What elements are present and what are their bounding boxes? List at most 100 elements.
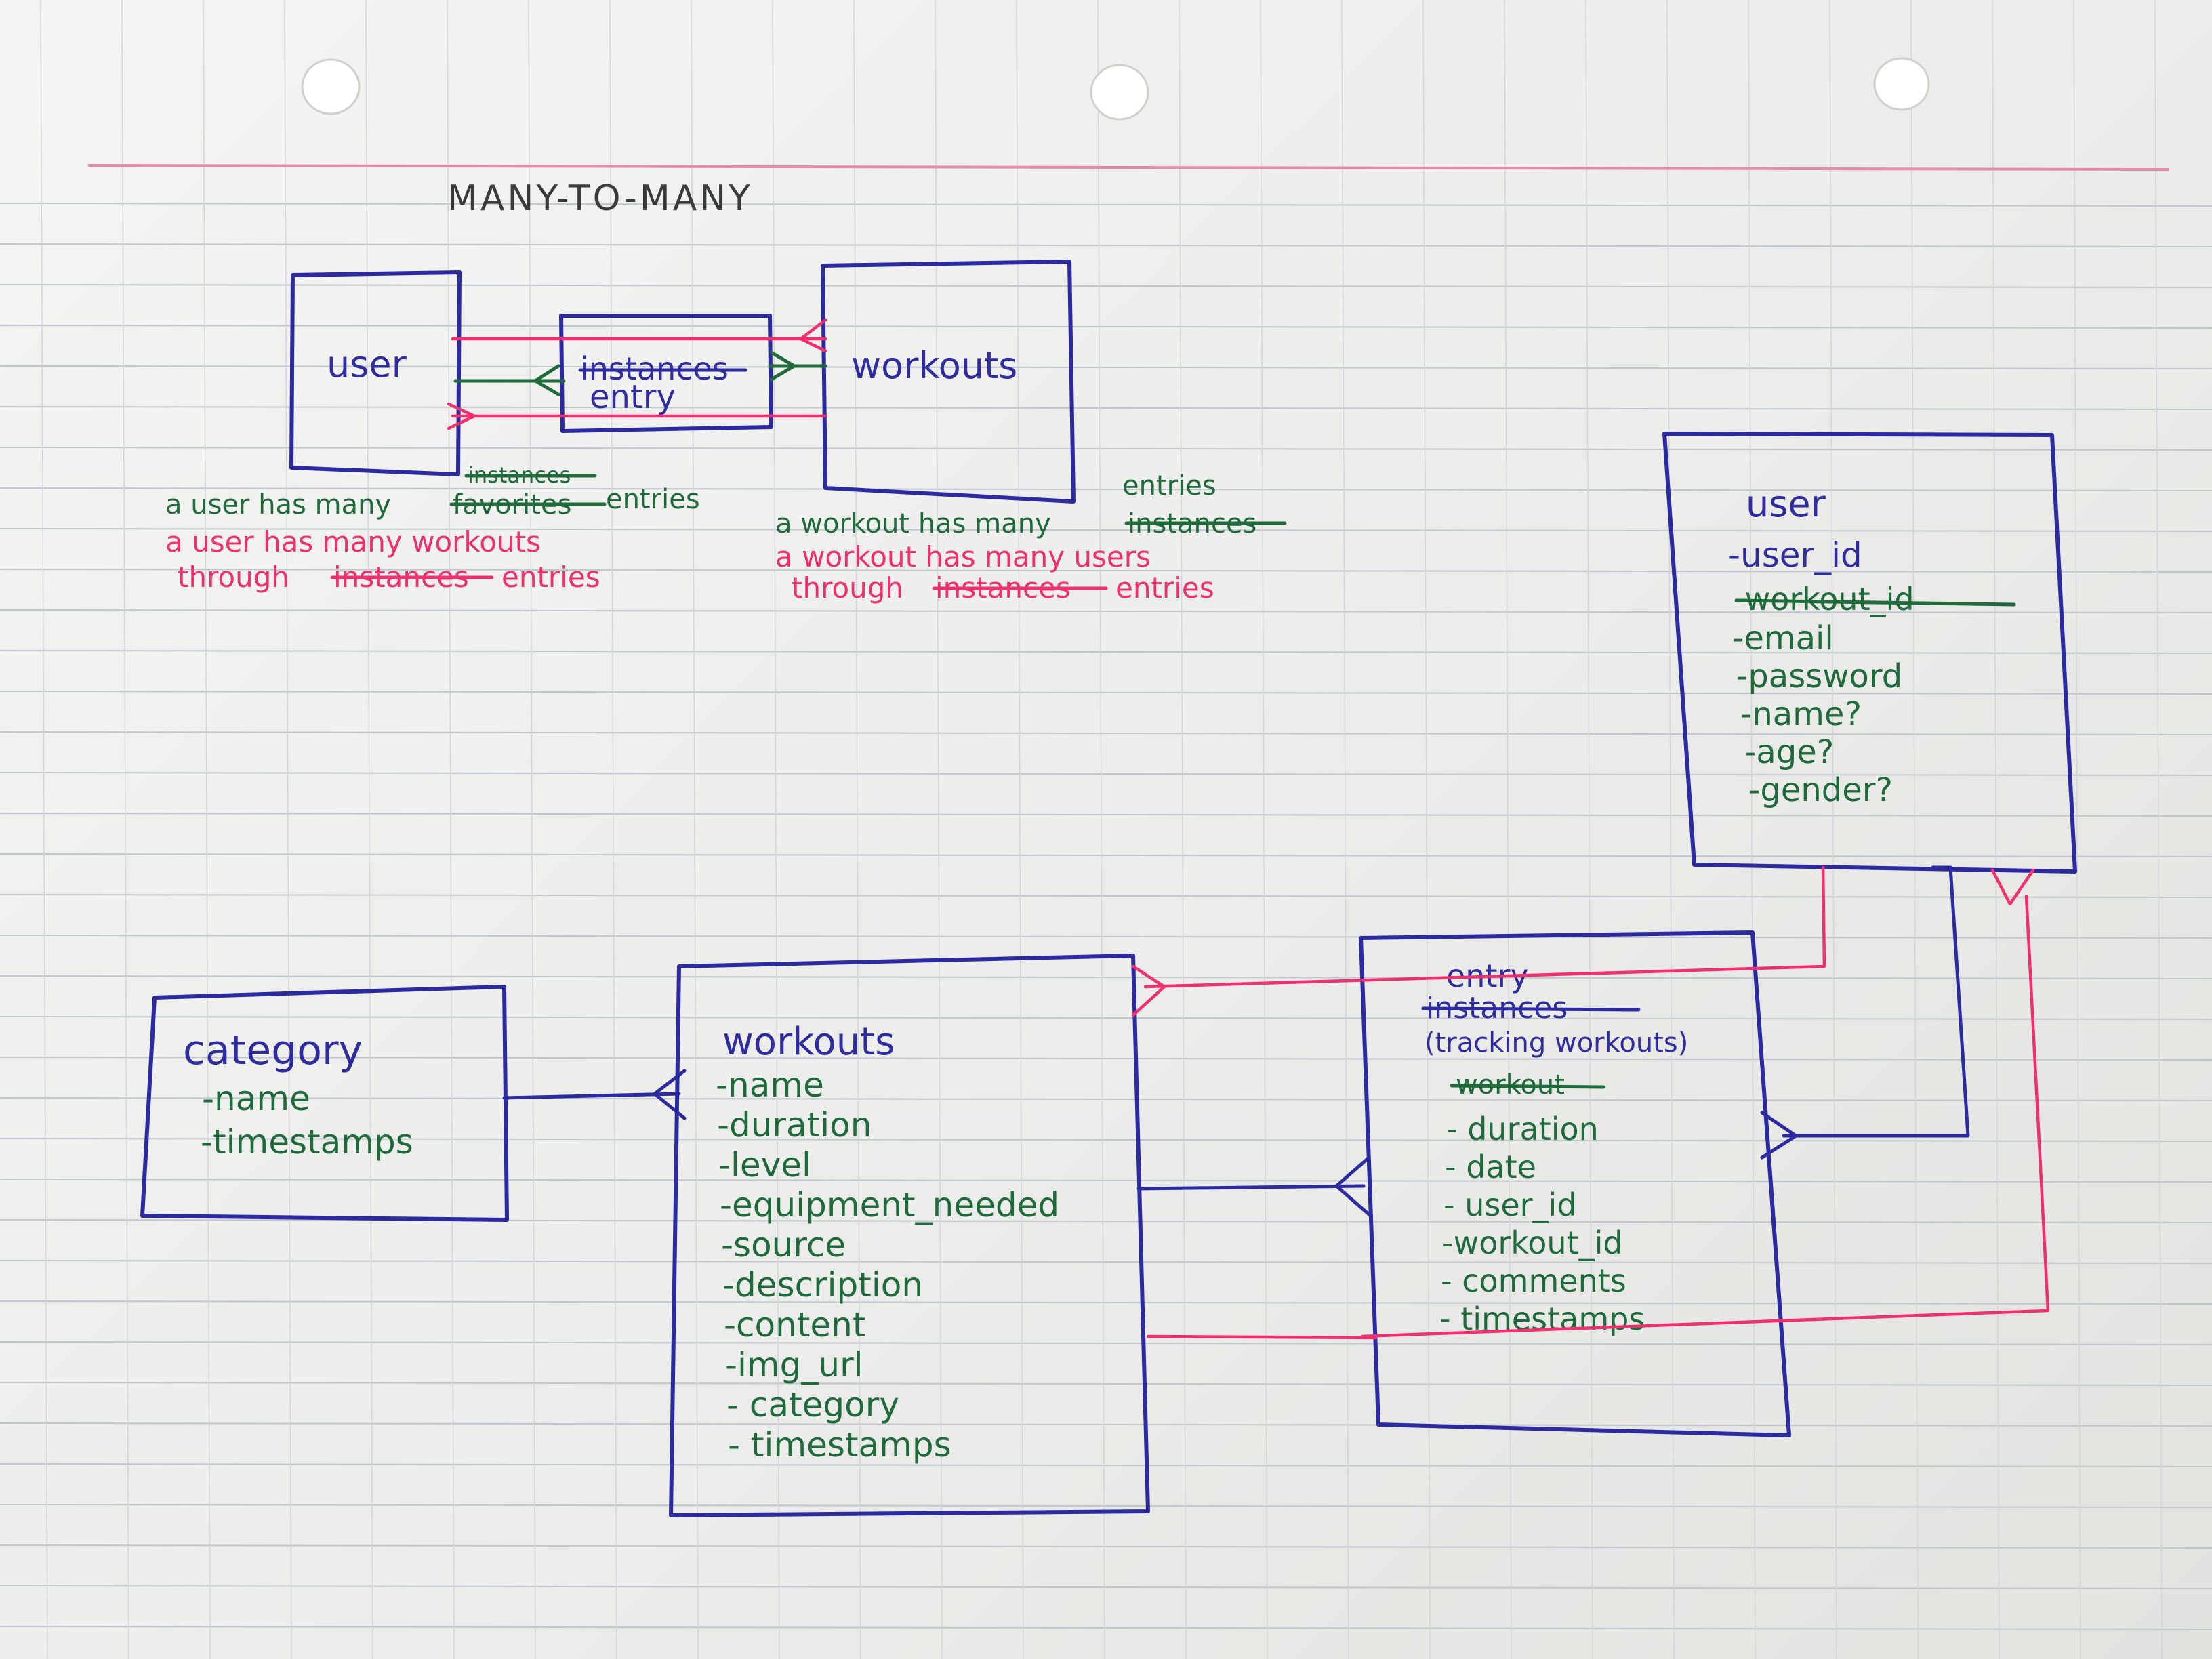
ruled-column-line	[121, 0, 129, 1659]
ruled-line	[0, 243, 2212, 247]
workouts-field-list: -name-duration-level-equipment_needed-so…	[716, 1065, 1059, 1465]
note-workout-through-suffix: entries	[1115, 571, 1214, 605]
ruled-column-line	[1748, 0, 1756, 1659]
category-workouts-link	[502, 1092, 681, 1100]
user-struck-field: -workout_id	[1734, 581, 1914, 617]
ruled-line	[0, 1260, 2212, 1264]
strike-user-field	[1734, 598, 2016, 607]
ruled-line	[0, 284, 2212, 288]
entry-field-0: - duration	[1446, 1111, 1599, 1147]
entry-field-1: - date	[1445, 1149, 1536, 1185]
category-table: category -name -timestamps	[140, 985, 509, 1222]
top-join-label: entry	[590, 378, 676, 416]
binder-hole-middle	[1090, 64, 1149, 121]
ruled-line	[0, 853, 2212, 857]
ruled-line	[0, 365, 2212, 369]
ruled-line	[0, 1382, 2212, 1386]
crows-foot-user-entry	[1760, 1111, 1798, 1160]
workouts-title: workouts	[722, 1020, 895, 1064]
entry-field-4: - comments	[1441, 1263, 1626, 1299]
ruled-column-line	[40, 0, 48, 1659]
user-entry-link-blue	[1782, 865, 1970, 1138]
workouts-entry-link	[1136, 1184, 1366, 1191]
ruled-line	[0, 1341, 2212, 1345]
ruled-line	[0, 813, 2212, 817]
ruled-line	[0, 731, 2212, 735]
ruled-line	[0, 1463, 2212, 1467]
user-field-0: -email	[1732, 619, 1834, 657]
note-user-many-prefix: a user has many	[165, 489, 391, 520]
user-field-4: -gender?	[1748, 771, 1893, 809]
note-workout-through-prefix: through	[792, 571, 903, 605]
top-user-box	[289, 270, 462, 476]
crows-foot-category-workouts	[653, 1069, 687, 1120]
entry-subtitle: (tracking workouts)	[1425, 1027, 1688, 1059]
ruled-line	[0, 1504, 2212, 1508]
workouts-table: workouts -name-duration-level-equipment_…	[669, 954, 1150, 1517]
ruled-line	[0, 1544, 2212, 1549]
ruled-column-line	[1829, 0, 1837, 1659]
entry-field-3: -workout_id	[1442, 1225, 1623, 1261]
crows-foot-user-bottom	[447, 402, 476, 430]
ruled-column-line	[1585, 0, 1593, 1659]
crows-foot-workouts-entry	[1334, 1155, 1371, 1216]
ruled-line	[0, 487, 2212, 491]
ruled-column-line	[284, 0, 292, 1659]
top-workouts-label: workouts	[851, 344, 1017, 387]
workouts-field-0: -name	[716, 1065, 824, 1105]
ruled-column-line	[1097, 0, 1105, 1659]
crows-foot-user-pink	[1990, 868, 2035, 906]
ruled-line	[0, 1057, 2212, 1061]
ruled-line	[0, 1016, 2212, 1020]
ruled-column-line	[365, 0, 373, 1659]
ruled-column-line	[1016, 0, 1024, 1659]
ruled-line	[0, 203, 2212, 207]
workouts-field-4: -source	[721, 1225, 846, 1265]
note-user-through-line: a user has many workouts	[165, 525, 541, 558]
top-user-label: user	[327, 343, 407, 386]
workouts-field-2: -level	[718, 1145, 811, 1185]
ruled-column-line	[1992, 0, 2000, 1659]
crows-foot-workouts-top	[799, 318, 827, 353]
crows-foot-workouts-pink	[1131, 964, 1166, 1017]
workouts-field-3: -equipment_needed	[720, 1185, 1059, 1225]
top-diagram: user instances entry workouts instances …	[165, 260, 1287, 605]
workouts-field-8: - category	[726, 1385, 899, 1425]
workouts-user-link-pink	[1146, 894, 2050, 1340]
workouts-field-6: -content	[724, 1305, 865, 1345]
margin-line	[87, 164, 2169, 171]
category-field-1: -timestamps	[201, 1122, 413, 1162]
entry-field-2: - user_id	[1443, 1187, 1577, 1223]
user-field-user-id: -user_id	[1728, 535, 1862, 575]
ruled-line	[0, 406, 2212, 410]
workouts-field-9: - timestamps	[728, 1425, 951, 1465]
user-field-list: -email-password-name?-age?-gender?	[1732, 619, 1902, 809]
note-workout-users-line: a workout has many users	[775, 540, 1151, 573]
note-user-through-prefix: through	[178, 560, 289, 594]
ruled-column-line	[1179, 0, 1187, 1659]
workouts-field-5: -description	[722, 1265, 923, 1305]
ruled-column-line	[2073, 0, 2081, 1659]
binder-hole-left	[301, 58, 361, 115]
ruled-line	[0, 935, 2212, 939]
ruled-column-line	[772, 0, 780, 1659]
ruled-line	[0, 325, 2212, 329]
workouts-field-1: -duration	[717, 1105, 872, 1145]
ruled-line	[0, 1097, 2212, 1101]
ruled-line	[0, 975, 2212, 979]
note-insert-entries: entries	[1122, 470, 1216, 501]
ruled-line	[0, 1626, 2212, 1630]
ruled-column-line	[1341, 0, 1349, 1659]
entry-box	[1359, 930, 1791, 1437]
user-field-3: -age?	[1744, 733, 1834, 771]
entry-field-list: - duration- date- user_id-workout_id- co…	[1439, 1111, 1645, 1337]
ruled-line	[0, 1138, 2212, 1142]
ruled-column-line	[609, 0, 617, 1659]
note-user-through-suffix: entries	[501, 560, 600, 594]
workouts-field-7: -img_url	[725, 1345, 863, 1385]
ruled-column-line	[1422, 0, 1431, 1659]
ruled-line	[0, 894, 2212, 898]
user-workouts-link-pink	[1143, 865, 1826, 989]
category-field-0: -name	[202, 1079, 310, 1118]
